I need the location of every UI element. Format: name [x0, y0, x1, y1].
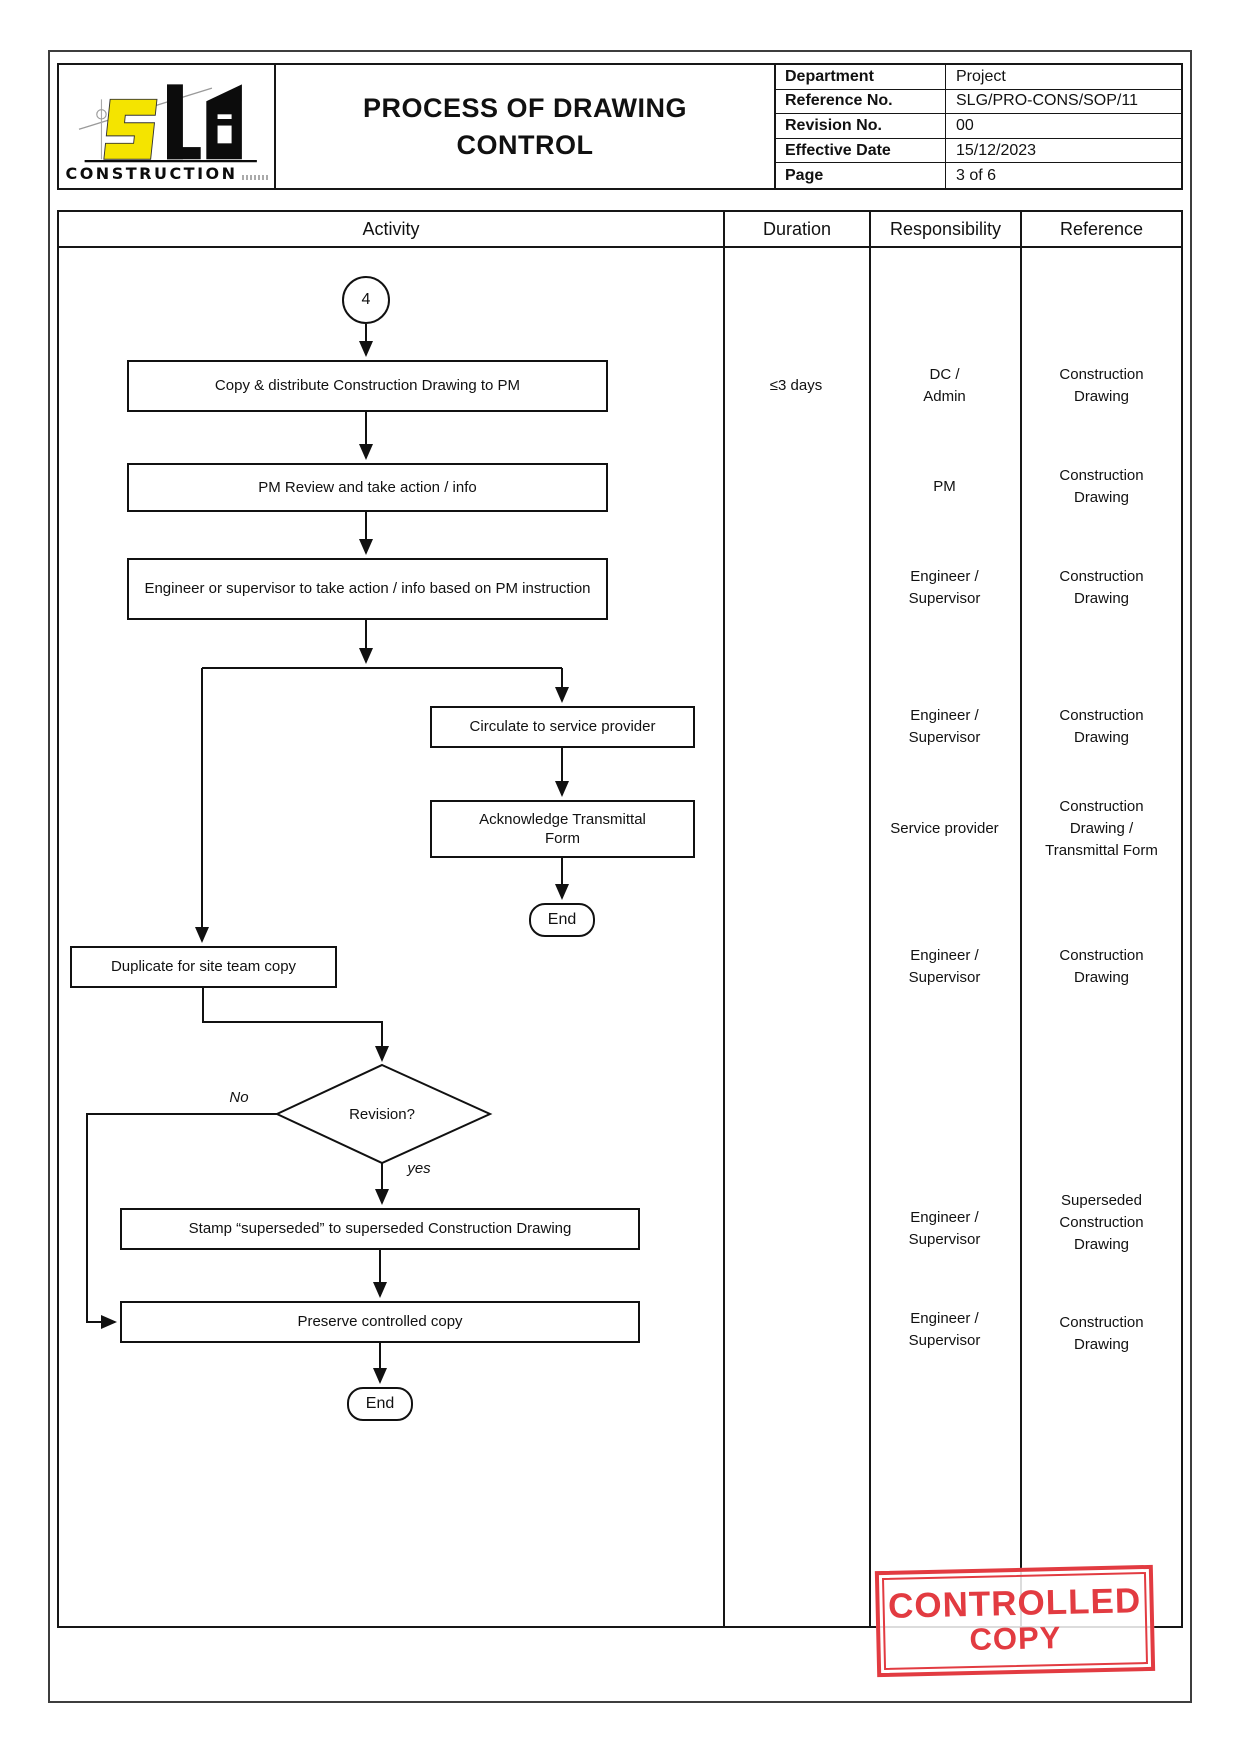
process-duplicate-site-copy: Duplicate for site team copy — [70, 946, 337, 988]
info-value: 00 — [956, 116, 974, 134]
responsibility-row-5: Service provider — [890, 820, 999, 837]
process-acknowledge-transmittal: Acknowledge Transmittal Form — [430, 800, 695, 858]
info-row-revision-no: Revision No. 00 — [776, 114, 1181, 139]
logo-cell: CONSTRUCTION — [59, 65, 276, 188]
responsibility-row-1: DC / Admin — [923, 366, 966, 405]
column-header-duration: Duration — [725, 212, 871, 246]
process-circulate-service-provider: Circulate to service provider — [430, 706, 695, 748]
logo-wordmark: CONSTRUCTION — [65, 163, 238, 183]
column-divider — [869, 210, 871, 1628]
info-label: Page — [776, 163, 946, 188]
reference-row-2: Construction Drawing — [1059, 467, 1144, 506]
column-divider — [1020, 210, 1022, 1628]
info-value: 15/12/2023 — [956, 141, 1037, 159]
terminator-end-2: End — [347, 1387, 413, 1421]
controlled-copy-stamp: CONTROLLED COPY — [874, 1564, 1156, 1678]
process-engineer-action: Engineer or supervisor to take action / … — [127, 558, 608, 620]
slg-logo-icon — [78, 83, 257, 162]
decision-branch-yes-label: yes — [407, 1160, 431, 1177]
document-header: CONSTRUCTION PROCESS OF DRAWING CONTROL … — [57, 63, 1183, 190]
info-row-effective-date: Effective Date 15/12/2023 — [776, 138, 1181, 164]
process-pm-review: PM Review and take action / info — [127, 463, 608, 512]
logo-tagline — [241, 174, 268, 180]
flowchart-table-border — [57, 210, 1183, 1628]
info-row-reference-no: Reference No. SLG/PRO-CONS/SOP/11 — [776, 89, 1181, 115]
responsibility-row-3: Engineer / Supervisor — [908, 568, 981, 607]
info-value: SLG/PRO-CONS/SOP/11 — [956, 92, 1138, 110]
page-outer-border — [48, 50, 1192, 1703]
reference-row-4: Construction Drawing — [1059, 707, 1144, 746]
process-preserve-controlled-copy: Preserve controlled copy — [120, 1301, 640, 1343]
reference-row-7: Superseded Construction Drawing — [1059, 1192, 1144, 1253]
stamp-text-line2: COPY — [969, 1620, 1062, 1658]
info-label: Reference No. — [776, 89, 946, 114]
column-header-activity: Activity — [59, 212, 725, 246]
header-info-table: Department Project Reference No. SLG/PRO… — [776, 65, 1181, 188]
reference-row-1: Construction Drawing — [1059, 366, 1144, 405]
responsibility-row-7: Engineer / Supervisor — [908, 1209, 981, 1248]
responsibility-row-4: Engineer / Supervisor — [908, 707, 981, 746]
info-label: Effective Date — [776, 138, 946, 163]
stamp-text-line1: CONTROLLED — [887, 1581, 1142, 1627]
page-title: PROCESS OF DRAWING CONTROL — [276, 65, 776, 188]
connector-node-4: 4 — [342, 276, 390, 324]
info-value: 3 of 6 — [956, 166, 997, 184]
decision-branch-no-label: No — [229, 1089, 249, 1106]
column-header-responsibility: Responsibility — [871, 212, 1022, 246]
info-row-department: Department Project — [776, 65, 1181, 90]
info-label: Department — [776, 65, 946, 89]
process-copy-distribute: Copy & distribute Construction Drawing t… — [127, 360, 608, 412]
reference-row-6: Construction Drawing — [1059, 947, 1144, 986]
process-stamp-superseded: Stamp “superseded” to superseded Constru… — [120, 1208, 640, 1250]
reference-row-3: Construction Drawing — [1059, 568, 1144, 607]
column-divider — [723, 210, 725, 1628]
flowchart-header-row: Activity Duration Responsibility Referen… — [57, 210, 1183, 248]
info-row-page: Page 3 of 6 — [776, 163, 1181, 188]
responsibility-row-6: Engineer / Supervisor — [908, 947, 981, 986]
controlled-copy-stamp-inner: CONTROLLED COPY — [881, 1572, 1149, 1670]
responsibility-row-2: PM — [933, 478, 956, 495]
reference-row-8: Construction Drawing — [1059, 1314, 1144, 1353]
duration-row-1: ≤3 days — [769, 377, 823, 394]
reference-row-5: Construction Drawing / Transmittal Form — [1045, 798, 1158, 859]
info-label: Revision No. — [776, 114, 946, 138]
decision-revision: Revision? — [349, 1105, 415, 1123]
terminator-end-1: End — [529, 903, 595, 937]
info-value: Project — [956, 67, 1006, 85]
column-header-reference: Reference — [1059, 218, 1144, 239]
responsibility-row-8: Engineer / Supervisor — [908, 1310, 981, 1349]
